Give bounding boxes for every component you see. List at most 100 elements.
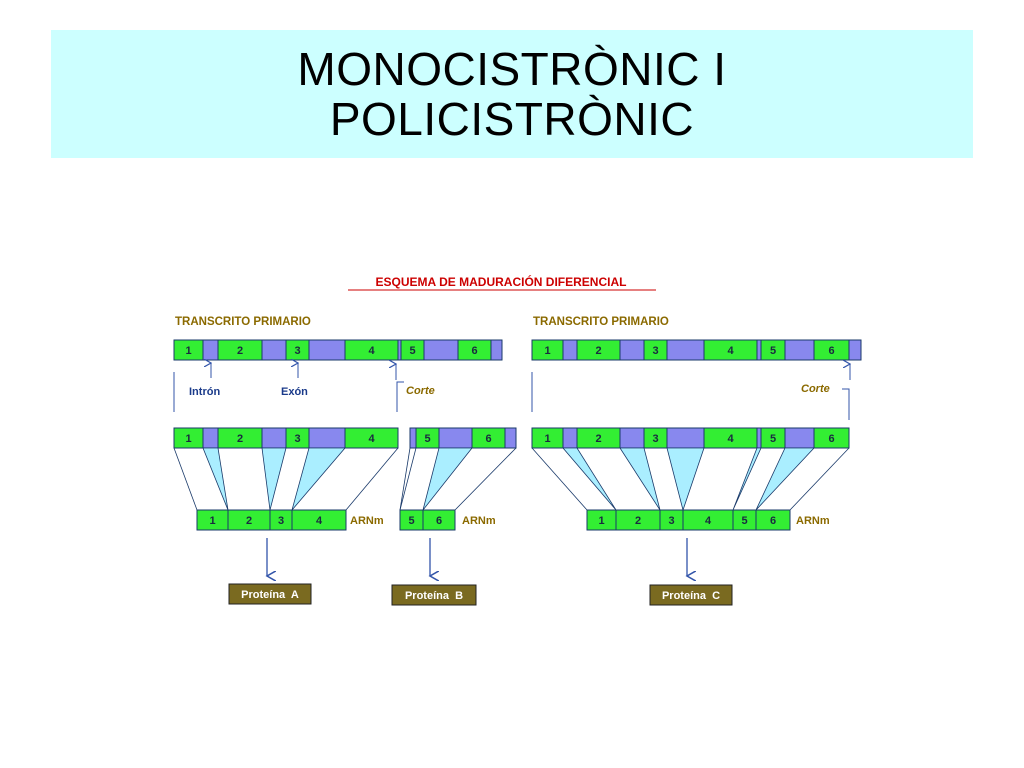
right-processed-exon-label-2: 2 [595, 433, 601, 445]
right-processed-intron-7 [756, 427, 762, 449]
left-processed-a-exon-label-1: 1 [185, 433, 191, 445]
protein-c-label: Proteína C [662, 590, 720, 602]
mrna-c-exon-label-3: 3 [668, 515, 674, 527]
left-processed-b-exon-label-5: 5 [424, 433, 430, 445]
right-primary-transcript: 1 2 3 4 5 6 [531, 339, 862, 361]
mrna-c-exon-label-4: 4 [705, 515, 712, 527]
diagram-heading: ESQUEMA DE MADURACIÓN DIFERENCIAL [376, 274, 627, 289]
mrna-a-exon-label-1: 1 [209, 515, 215, 527]
left-processed-a-exon-4 [344, 427, 399, 449]
right-processed-intron-5 [666, 427, 705, 449]
link-right-intron-1 [562, 447, 617, 511]
left-primary-exon-label-1: 1 [185, 345, 191, 357]
left-processed-a-intron-5 [308, 427, 346, 449]
link-left-intron-5 [422, 447, 473, 511]
left-processed-a-exon-label-2: 2 [237, 433, 243, 445]
link-left-a-start [173, 447, 198, 511]
right-primary-exon-label-3: 3 [652, 345, 658, 357]
right-processed-exon-label-3: 3 [652, 433, 658, 445]
right-primary-intron-1 [562, 339, 578, 361]
left-processed-b-intron-4 [504, 427, 517, 449]
title-line-1: MONOCISTRÒNIC I [297, 43, 727, 95]
intron-label: Intrón [189, 386, 220, 398]
left-primary-intron-3 [261, 339, 287, 361]
left-cut-label: Corte [406, 385, 435, 397]
link-right-intron-2 [619, 447, 661, 511]
left-primary-exon-label-5: 5 [409, 345, 415, 357]
left-primary-intron-5 [308, 339, 346, 361]
left-primary-intron-9 [423, 339, 459, 361]
left-primary-intron-11 [490, 339, 503, 361]
link-right-intron-5 [755, 447, 815, 511]
right-primary-intron-3 [619, 339, 645, 361]
right-cut-bracket [842, 388, 850, 420]
mrna-b-exon-6 [422, 509, 456, 531]
left-processed-transcript: 1 2 3 4 5 6 [173, 427, 517, 449]
left-processed-b-exon-label-6: 6 [485, 433, 491, 445]
right-primary-intron-11 [848, 339, 862, 361]
mrna-b-label: ARNm [462, 515, 496, 527]
right-cut-label: Corte [801, 383, 830, 395]
right-transcript-label: TRANSCRITO PRIMARIO [533, 316, 669, 328]
link-right-intron-3 [666, 447, 705, 512]
left-processed-a-intron-3 [261, 427, 287, 449]
link-left-intron-3 [291, 447, 346, 511]
link-left-intron-4 [399, 447, 417, 511]
mrna-c-exon-label-6: 6 [770, 515, 776, 527]
mrna-a-label: ARNm [350, 515, 384, 527]
link-left-b-end [454, 447, 517, 511]
left-primary-transcript: 1 2 3 4 5 6 [173, 339, 503, 361]
protein-b-box [391, 584, 477, 606]
right-processed-exon-6 [813, 427, 850, 449]
protein-a-box [228, 583, 312, 605]
mrna-c-exon-label-2: 2 [635, 515, 641, 527]
right-processed-exon-label-1: 1 [544, 433, 550, 445]
protein-c-box [649, 584, 733, 606]
mrna-b-exon-label-6: 6 [436, 515, 442, 527]
left-primary-exon-label-2: 2 [237, 345, 243, 357]
link-right-end [789, 447, 850, 511]
right-primary-intron-9 [784, 339, 815, 361]
splicing-links [173, 447, 850, 512]
mrna-c-label: ARNm [796, 515, 830, 527]
left-primary-exon-label-6: 6 [471, 345, 477, 357]
mrna-c-exon-6 [755, 509, 791, 531]
right-processed-intron-1 [562, 427, 578, 449]
protein-a-label: Proteína A [241, 589, 299, 601]
left-primary-exon-label-3: 3 [294, 345, 300, 357]
mrna-a-exon-label-3: 3 [278, 515, 284, 527]
link-left-intron-2 [261, 447, 287, 511]
right-primary-exon-label-6: 6 [828, 345, 834, 357]
left-primary-exon-label-4: 4 [368, 345, 375, 357]
title-line-2: POLICISTRÒNIC [329, 93, 695, 145]
right-primary-exon-label-1: 1 [544, 345, 550, 357]
mrna-b-exon-label-5: 5 [408, 515, 414, 527]
right-processed-exon-label-6: 6 [828, 433, 834, 445]
mrna-strands: 1 2 3 4 ARNm 5 6 ARNm 1 2 3 4 5 6 ARNm [196, 509, 830, 531]
right-primary-intron-7 [756, 339, 762, 361]
right-processed-intron-3 [619, 427, 645, 449]
mrna-a-exon-label-4: 4 [316, 515, 323, 527]
right-primary-exon-label-5: 5 [770, 345, 776, 357]
left-processed-a-exon-label-4: 4 [368, 433, 375, 445]
link-left-b-start [399, 447, 411, 511]
protein-b-label: Proteína B [405, 590, 463, 602]
link-left-a-end [345, 447, 399, 511]
left-processed-b-intron-0 [409, 427, 417, 449]
mrna-c-exon-label-1: 1 [598, 515, 604, 527]
link-left-intron-1 [202, 447, 229, 511]
link-right-intron-4 [732, 447, 762, 511]
mrna-a-exon-4 [291, 509, 347, 531]
left-processed-a-exon-label-3: 3 [294, 433, 300, 445]
mrna-a-exon-label-2: 2 [246, 515, 252, 527]
left-cut-bracket [396, 381, 404, 412]
left-processed-b-intron-2 [438, 427, 473, 449]
left-transcript-label: TRANSCRITO PRIMARIO [175, 316, 311, 328]
link-right-start [531, 447, 588, 511]
right-primary-exon-label-2: 2 [595, 345, 601, 357]
right-processed-intron-9 [784, 427, 815, 449]
mrna-c-exon-label-5: 5 [741, 515, 747, 527]
right-primary-exon-label-4: 4 [727, 345, 734, 357]
